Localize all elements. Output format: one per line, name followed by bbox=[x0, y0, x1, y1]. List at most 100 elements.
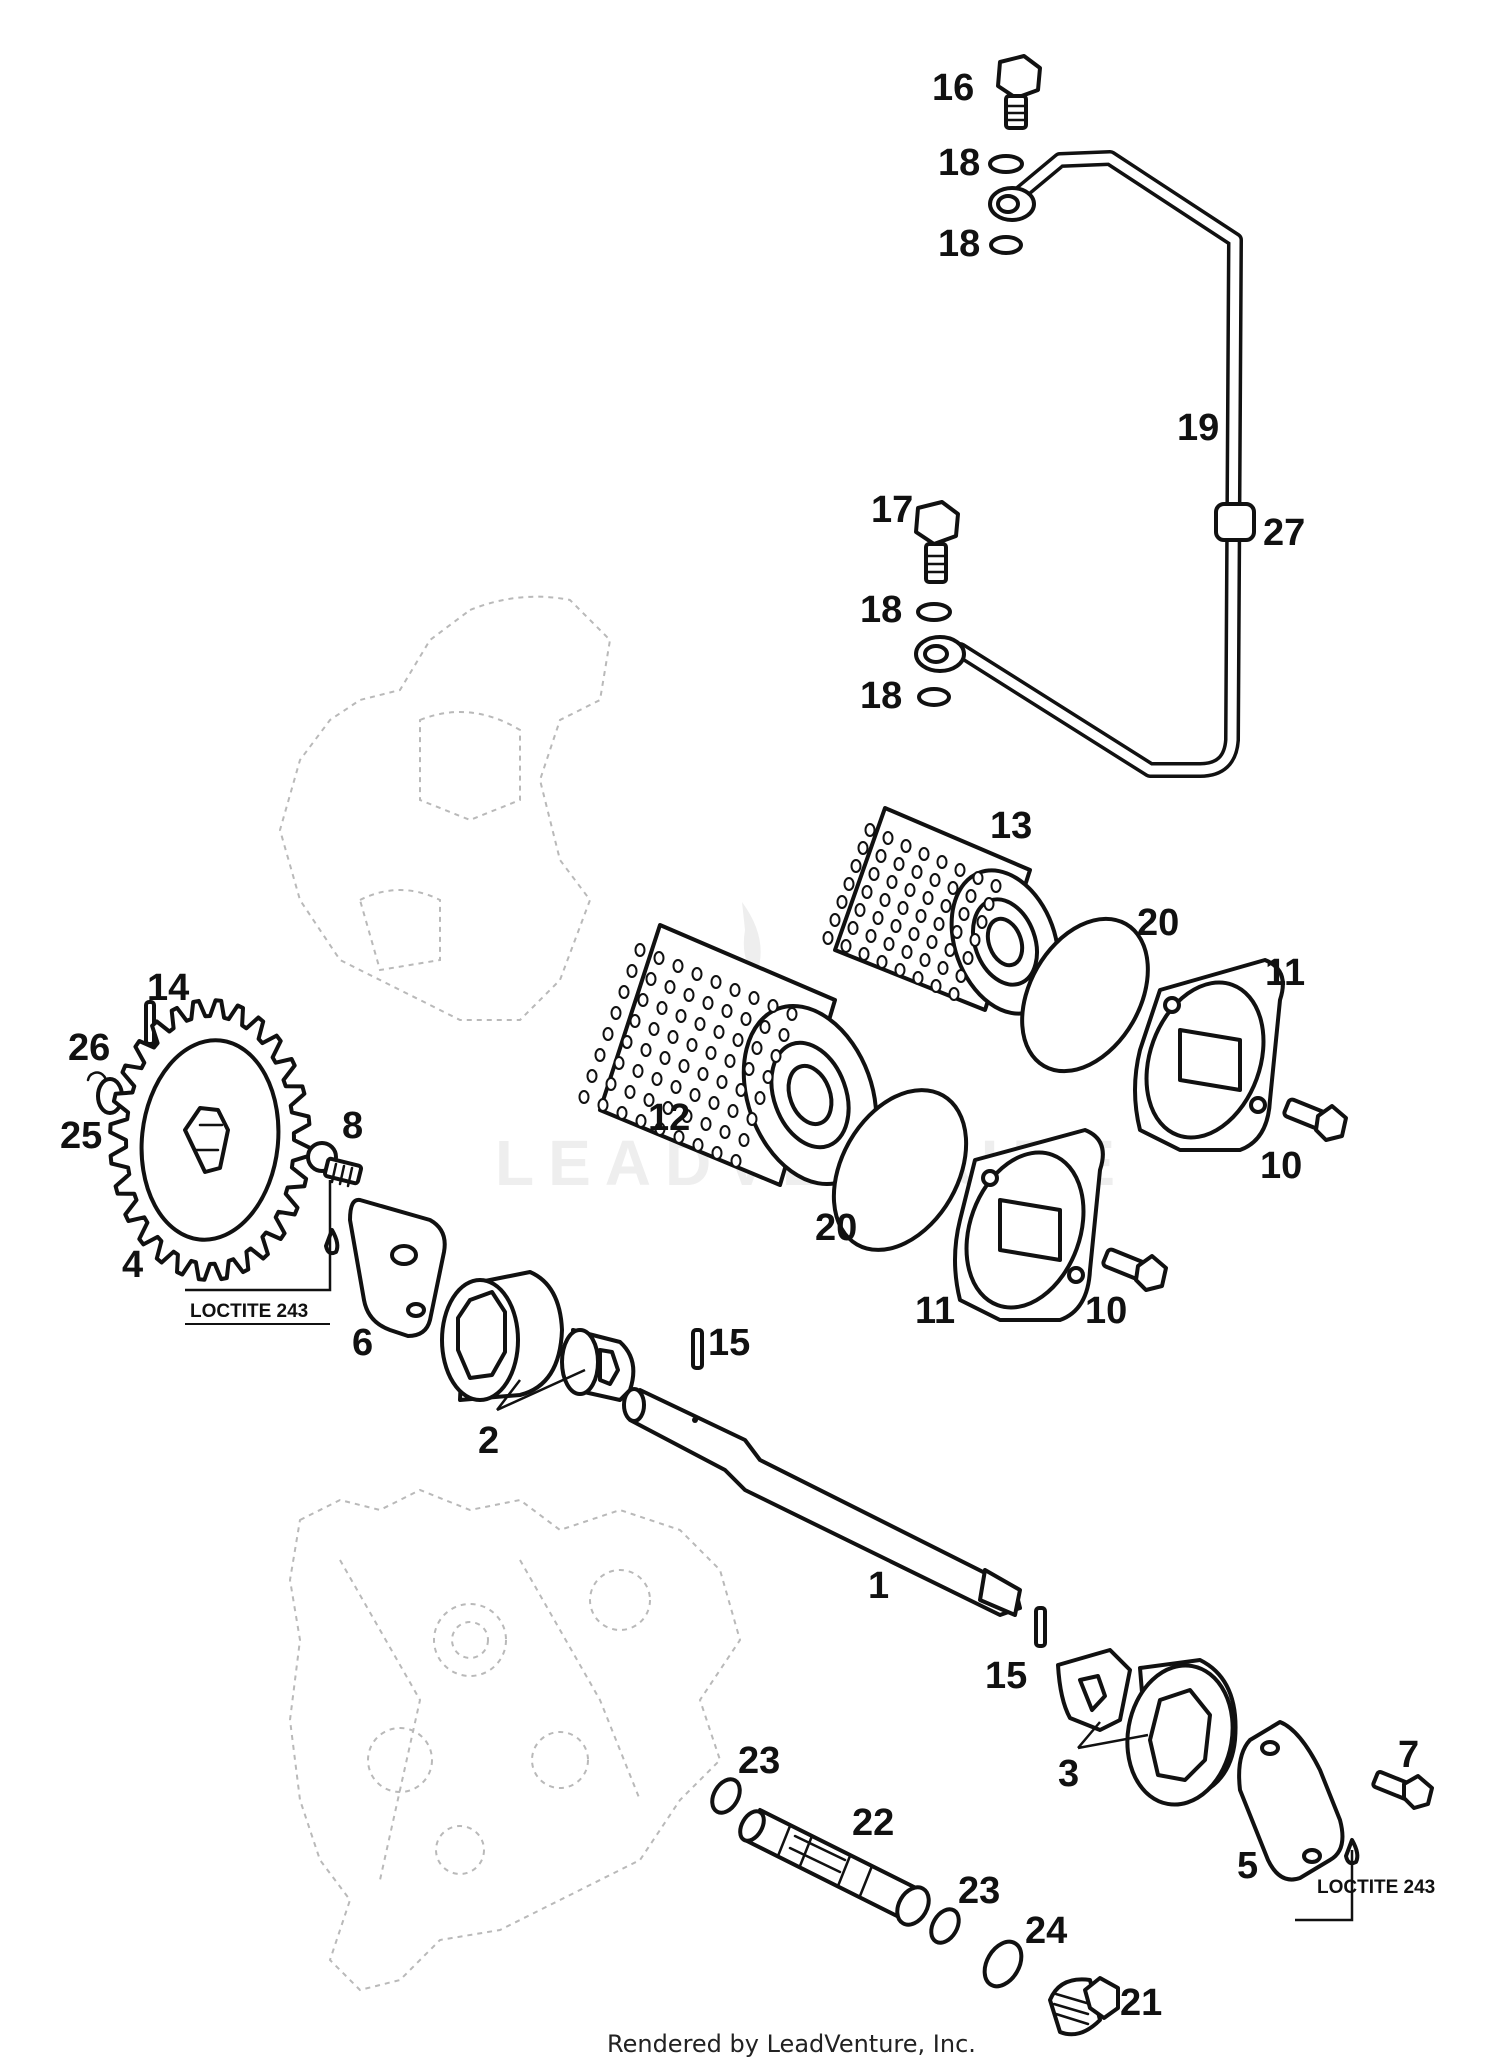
part-1-pump-shaft bbox=[622, 1387, 1022, 1617]
filter-perforation bbox=[637, 993, 649, 1007]
filter-perforation bbox=[990, 879, 1002, 893]
filter-perforation bbox=[735, 1083, 747, 1097]
filter-perforation bbox=[730, 1154, 742, 1168]
filter-perforation bbox=[854, 903, 866, 917]
callout-3: 3 bbox=[1058, 1753, 1079, 1795]
filter-perforation bbox=[904, 883, 916, 897]
callout-16: 16 bbox=[932, 67, 974, 109]
part-20-o-ring-a bbox=[1020, 916, 1150, 1074]
footer-credit: Rendered by LeadVenture, Inc. bbox=[607, 2030, 976, 2058]
callout-25: 25 bbox=[60, 1115, 102, 1157]
callout-19: 19 bbox=[1177, 407, 1219, 449]
filter-perforation bbox=[926, 935, 938, 949]
part-18-washer-a bbox=[988, 154, 1024, 174]
filter-perforation bbox=[759, 1020, 771, 1034]
filter-perforation bbox=[912, 971, 924, 985]
filter-perforation bbox=[673, 1130, 685, 1144]
callout-21: 21 bbox=[1120, 1982, 1162, 2024]
part-23-o-ring-b bbox=[929, 1907, 961, 1945]
filter-perforation bbox=[954, 863, 966, 877]
part-17-banjo-bolt bbox=[914, 500, 960, 584]
filter-perforation bbox=[640, 1043, 652, 1057]
callout-15: 15 bbox=[985, 1655, 1027, 1697]
filter-perforation bbox=[875, 849, 887, 863]
filter-perforation bbox=[643, 1093, 655, 1107]
part-15-pin-lower bbox=[1034, 1606, 1047, 1648]
part-24-o-ring bbox=[982, 1939, 1024, 1989]
engine-case-ghost-upper bbox=[278, 595, 612, 1021]
part-19-oil-line bbox=[952, 150, 1243, 778]
filter-perforation bbox=[618, 985, 630, 999]
callout-6: 6 bbox=[352, 1322, 373, 1364]
part-18-washer-b bbox=[989, 235, 1023, 255]
callout-18: 18 bbox=[938, 223, 980, 265]
part-7-screw bbox=[1371, 1769, 1434, 1810]
filter-perforation bbox=[901, 945, 913, 959]
filter-perforation bbox=[697, 1067, 709, 1081]
filter-perforation bbox=[922, 891, 934, 905]
filter-perforation bbox=[678, 1059, 690, 1073]
filter-perforation bbox=[683, 988, 695, 1002]
filter-perforation bbox=[947, 881, 959, 895]
part-6-pump-cover-left bbox=[348, 1197, 447, 1338]
filter-perforation bbox=[936, 855, 948, 869]
part-11-filter-cover-b bbox=[953, 1128, 1105, 1322]
filter-perforation bbox=[632, 1064, 644, 1078]
filter-perforation bbox=[713, 1025, 725, 1039]
filter-perforation bbox=[918, 847, 930, 861]
filter-perforation bbox=[770, 1049, 782, 1063]
filter-perforation bbox=[691, 967, 703, 981]
filter-perforation bbox=[882, 831, 894, 845]
filter-perforation bbox=[897, 901, 909, 915]
filter-perforation bbox=[740, 1012, 752, 1026]
filter-perforation bbox=[933, 917, 945, 931]
loctite-note-left: LOCTITE 243 bbox=[190, 1301, 308, 1322]
filter-perforation bbox=[836, 895, 848, 909]
filter-perforation bbox=[645, 972, 657, 986]
filter-perforation bbox=[751, 1041, 763, 1055]
filter-perforation bbox=[692, 1138, 704, 1152]
callout-27: 27 bbox=[1263, 512, 1305, 554]
filter-perforation bbox=[578, 1090, 590, 1104]
callout-11: 11 bbox=[915, 1290, 955, 1332]
part-16-banjo-bolt bbox=[996, 54, 1042, 130]
filter-perforation bbox=[667, 1030, 679, 1044]
filter-perforation bbox=[743, 1062, 755, 1076]
part-3-outer-rotor bbox=[1125, 1658, 1238, 1807]
callout-18: 18 bbox=[860, 675, 902, 717]
filter-perforation bbox=[654, 1122, 666, 1136]
part-8-screw bbox=[306, 1141, 364, 1188]
part-3-inner-rotor bbox=[1056, 1648, 1132, 1732]
filter-perforation bbox=[872, 911, 884, 925]
callout-5: 5 bbox=[1237, 1845, 1258, 1887]
callout-4: 4 bbox=[122, 1244, 143, 1286]
filter-perforation bbox=[861, 885, 873, 899]
filter-perforation bbox=[908, 927, 920, 941]
part-20-o-ring-b bbox=[831, 1088, 969, 1252]
filter-perforation bbox=[893, 857, 905, 871]
filter-perforation bbox=[778, 1028, 790, 1042]
filter-perforation bbox=[719, 1125, 731, 1139]
filter-perforation bbox=[651, 1072, 663, 1086]
filter-perforation bbox=[724, 1054, 736, 1068]
filter-perforation bbox=[762, 1070, 774, 1084]
callout-10: 10 bbox=[1260, 1145, 1302, 1187]
filter-perforation bbox=[686, 1038, 698, 1052]
part-2-inner-rotor bbox=[560, 1328, 636, 1402]
filter-perforation bbox=[748, 991, 760, 1005]
filter-perforation bbox=[708, 1096, 720, 1110]
filter-perforation bbox=[865, 929, 877, 943]
callout-18: 18 bbox=[938, 142, 980, 184]
filter-perforation bbox=[894, 963, 906, 977]
filter-perforation bbox=[955, 969, 967, 983]
filter-perforation bbox=[659, 1051, 671, 1065]
filter-perforation bbox=[843, 877, 855, 891]
callout-1: 1 bbox=[868, 1565, 889, 1607]
filter-perforation bbox=[616, 1106, 628, 1120]
filter-perforation bbox=[705, 1046, 717, 1060]
filter-perforation bbox=[613, 1056, 625, 1070]
filter-perforation bbox=[850, 859, 862, 873]
filter-perforation bbox=[883, 937, 895, 951]
filter-perforation bbox=[969, 933, 981, 947]
